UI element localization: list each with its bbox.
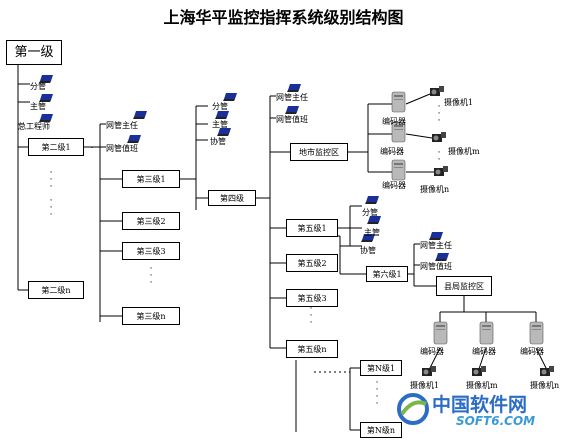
laptop-icons	[39, 75, 449, 261]
ellipsis-level5: ···	[309, 304, 313, 328]
role-net-duty-l4: 网管值班	[276, 115, 308, 124]
ellipsis-camera-city-2: ··	[437, 148, 441, 165]
ellipsis-levelN: ····	[375, 378, 379, 409]
ellipsis-level2: ······	[49, 168, 53, 220]
level3-n-box: 第三级n	[122, 307, 180, 325]
watermark-cn: 中国软件网	[432, 394, 528, 416]
encoder-icons	[391, 91, 544, 345]
watermark-en: SOFT6.COM	[456, 414, 536, 428]
level6-1-box: 第六级1	[366, 266, 408, 282]
levelN-n-box: 第N级n	[360, 422, 402, 438]
city-monitor-box: 地市监控区	[290, 143, 348, 161]
camera-label-city-m: 摄像机m	[448, 147, 480, 156]
level2-n-box: 第二级n	[28, 281, 84, 299]
watermark: 中国软件网 SOFT6.COM	[396, 388, 566, 440]
role-zhuguan-l5: 主管	[364, 228, 380, 237]
level2-1-box: 第二级1	[28, 138, 84, 156]
role-fenguan-l5: 分管	[362, 208, 378, 217]
levelN-1-box: 第N级1	[360, 360, 402, 376]
level3-3-box: 第三级3	[122, 242, 180, 260]
level5-3-box: 第五级3	[286, 289, 338, 307]
level4-box: 第四级	[208, 190, 256, 206]
encoder-label-6: 编码器	[520, 347, 544, 356]
encoder-label-2: 编码器	[380, 147, 404, 156]
encoder-label-4: 编码器	[420, 347, 444, 356]
level3-2-box: 第三级2	[122, 212, 180, 230]
watermark-logo-icon	[397, 393, 429, 425]
role-zhuguan-l3: 主管	[212, 120, 228, 129]
role-net-director-l6: 网管主任	[420, 241, 452, 250]
camera-label-city-n: 摄像机n	[420, 185, 450, 194]
level5-n-box: 第五级n	[286, 340, 338, 358]
level5-2-box: 第五级2	[286, 254, 338, 272]
role-zhuguan-l1: 主管	[30, 102, 46, 111]
camera-label-county-1: 摄像机1	[410, 381, 440, 390]
role-xieguan-l3: 协管	[210, 137, 226, 146]
role-xieguan-l5: 协管	[360, 246, 376, 255]
camera-icons	[422, 86, 554, 376]
role-net-duty-l6: 网管值班	[420, 262, 452, 271]
level1-box: 第一级	[6, 40, 62, 65]
county-monitor-box: 县局监控区	[436, 276, 492, 296]
encoder-label-1: 编码器	[382, 117, 406, 126]
role-fenguan-l1: 分管	[30, 82, 46, 91]
camera-label-county-n: 摄像机n	[530, 381, 560, 390]
ellipsis-level3: ···	[149, 264, 153, 288]
role-net-duty-l2: 网管值班	[106, 144, 138, 153]
encoder-label-5: 编码器	[472, 347, 496, 356]
camera-label-county-m: 摄像机m	[466, 381, 498, 390]
ellipsis-camera-city: ···	[437, 102, 441, 126]
role-chief-engineer: 总工程师	[18, 122, 50, 131]
role-net-director-l4: 网管主任	[276, 93, 308, 102]
role-net-director-l2: 网管主任	[106, 121, 138, 130]
role-fenguan-l3: 分管	[212, 102, 228, 111]
camera-label-city-1: 摄像机1	[444, 98, 474, 107]
diagram-title: 上海华平监控指挥系统级别结构图	[163, 8, 404, 27]
level5-1-box: 第五级1	[286, 219, 338, 237]
level3-1-box: 第三级1	[122, 170, 180, 188]
encoder-label-3: 编码器	[382, 181, 406, 190]
